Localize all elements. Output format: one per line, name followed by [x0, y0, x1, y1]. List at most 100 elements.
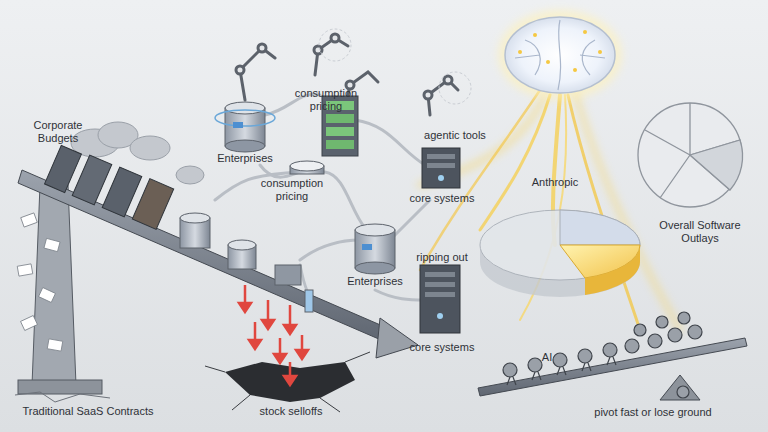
right-seesaw	[478, 338, 747, 400]
cable	[325, 172, 365, 228]
label-text: Traditional SaaS Contracts	[3, 405, 173, 418]
creature	[648, 334, 662, 348]
cloud	[130, 136, 170, 160]
core-server	[422, 148, 460, 188]
arm-network	[319, 29, 351, 61]
paper	[17, 264, 33, 276]
label-text: stock selloffs	[236, 405, 346, 418]
cylinder-top	[180, 213, 210, 223]
creature	[678, 312, 690, 324]
rack-unit	[326, 140, 354, 149]
creature	[625, 339, 639, 353]
enterprise-server	[215, 102, 275, 152]
creature	[668, 328, 682, 342]
server-slot	[427, 154, 455, 159]
rack-unit	[326, 127, 354, 136]
pricing-disk	[290, 161, 324, 174]
creature	[578, 349, 592, 363]
paper	[44, 238, 60, 251]
robot-joint	[424, 91, 432, 99]
gear-creatures	[503, 312, 702, 398]
cylinder-ring	[215, 110, 275, 126]
creature	[528, 358, 542, 372]
brain-node	[533, 33, 537, 37]
arrow-shaft	[267, 300, 270, 322]
seesaw-base	[18, 380, 102, 394]
label-text: Enterprises	[205, 152, 285, 165]
server-light	[362, 244, 372, 250]
cylinder-bottom	[355, 262, 395, 274]
label-text: core systems	[397, 192, 487, 205]
pie-slice	[560, 210, 640, 245]
robot-joint	[258, 44, 266, 52]
brain-node	[518, 50, 522, 54]
brain-node	[546, 60, 550, 64]
cylinder-top	[228, 240, 256, 250]
arrow-head	[262, 320, 274, 329]
server-slot	[425, 292, 455, 297]
arrow-head	[284, 325, 296, 334]
label-text: AI	[527, 351, 567, 364]
papers	[17, 213, 63, 351]
legacy-server	[102, 167, 142, 217]
arrow-head	[274, 354, 286, 363]
brain-shape	[505, 17, 615, 93]
cable	[355, 120, 425, 165]
pie-wedge	[690, 140, 743, 190]
server-body	[422, 148, 460, 188]
legacy-server	[132, 179, 173, 230]
brain-node	[598, 50, 602, 54]
enterprise-server	[355, 224, 395, 274]
paper	[21, 213, 38, 227]
robot-arms	[236, 29, 471, 115]
cylinder-top	[355, 224, 395, 236]
server-light	[233, 122, 243, 128]
creature	[634, 324, 646, 336]
brain-folds	[515, 20, 605, 90]
red-arrows	[239, 285, 308, 385]
brain-node	[583, 30, 587, 34]
arrow-shaft	[289, 305, 292, 327]
cables	[215, 94, 430, 300]
legacy-servers	[45, 145, 174, 229]
label-text: pivot fast or lose ground	[568, 406, 738, 419]
creature	[603, 343, 617, 357]
creature-legs	[507, 357, 616, 385]
label-text: Anthropic	[515, 176, 595, 189]
label-text: ripping out	[402, 251, 482, 264]
ground-crack	[205, 352, 370, 412]
seesaw-plank	[478, 338, 747, 396]
server-slot	[427, 163, 455, 168]
paper	[21, 316, 38, 331]
seesaw-pillar	[32, 185, 76, 385]
server-light	[438, 175, 444, 181]
robot-joint	[444, 76, 452, 84]
server-box	[275, 265, 301, 285]
creature	[553, 353, 567, 367]
creature	[656, 316, 668, 328]
disk-top	[290, 161, 324, 171]
cable	[375, 290, 425, 300]
pie-top	[480, 210, 640, 280]
cable	[300, 240, 360, 260]
left-seesaw	[15, 170, 418, 402]
sliding-cylinders	[180, 213, 313, 312]
cylinder-bottom	[225, 140, 265, 152]
tube	[305, 290, 313, 312]
server-light	[437, 313, 443, 319]
brain-glow	[498, 10, 622, 100]
arm-network	[439, 72, 471, 104]
server-slot	[425, 272, 455, 277]
label-text: core systems	[397, 341, 487, 354]
cylinder-top	[225, 102, 265, 114]
robot-joint	[236, 66, 244, 74]
cable	[390, 200, 430, 240]
robot-arm	[315, 38, 348, 75]
pie-outline	[638, 103, 742, 207]
crack-hole	[225, 362, 355, 402]
creature	[688, 325, 702, 339]
label-text: Corporate Budgets	[23, 119, 93, 145]
